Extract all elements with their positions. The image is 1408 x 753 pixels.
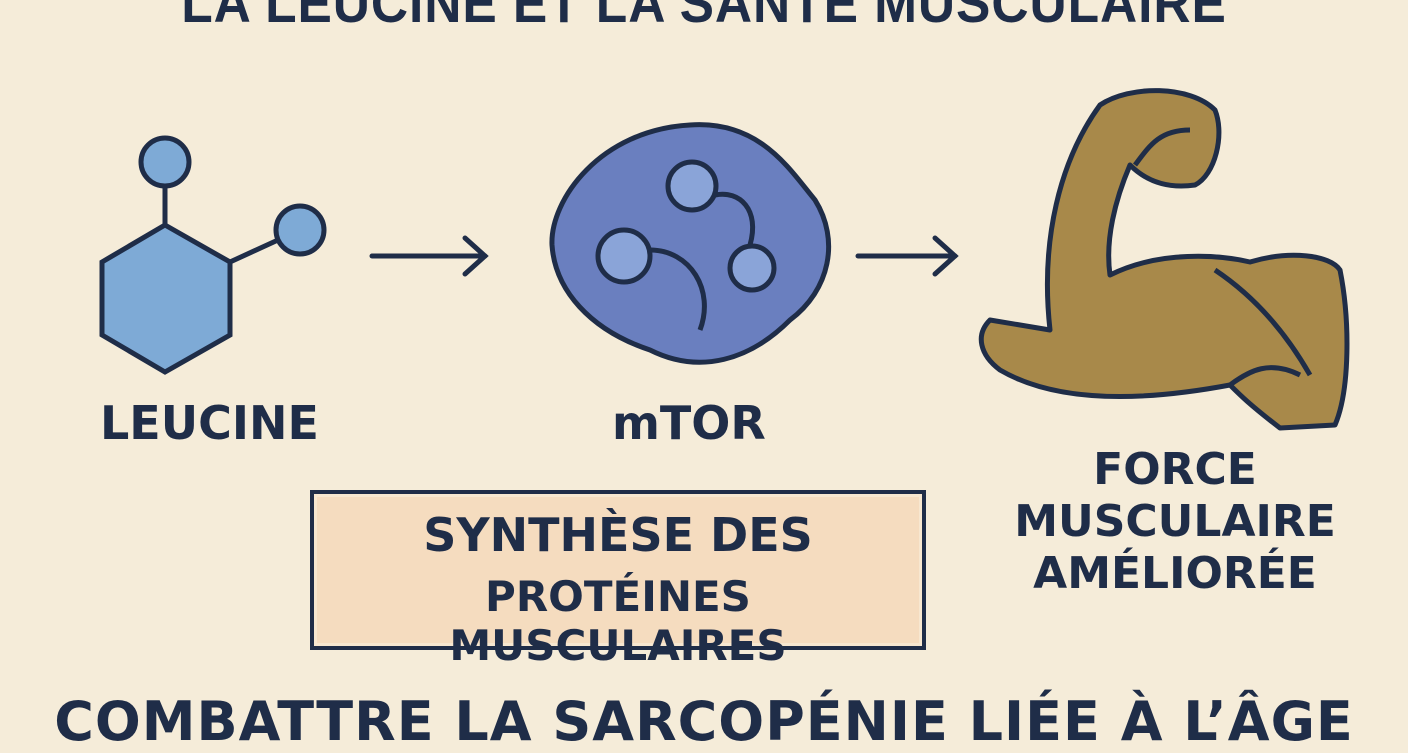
box-line-2: PROTÉINES MUSCULAIRES <box>449 572 787 670</box>
molecule-hexagon-icon <box>99 135 327 375</box>
protein-complex-icon <box>549 122 832 365</box>
arrow-icon <box>369 235 959 277</box>
muscle-strength-label: FORCE MUSCULAIRE AMÉLIORÉE <box>1014 444 1336 599</box>
footer-title: COMBATTRE LA SARCOPÉNIE LIÉE À L’ÂGE <box>54 690 1354 753</box>
flexed-arm-icon <box>978 88 1350 431</box>
page-title: LA LEUCINE ET LA SANTÉ MUSCULAIRE <box>181 0 1227 34</box>
diagram-graphics <box>99 88 1350 431</box>
protein-synthesis-box: SYNTHÈSE DES PROTÉINES MUSCULAIRES <box>310 490 926 670</box>
box-line-1: SYNTHÈSE DES <box>423 508 813 562</box>
leucine-label: LEUCINE <box>100 396 319 450</box>
mtor-label: mTOR <box>612 396 766 450</box>
